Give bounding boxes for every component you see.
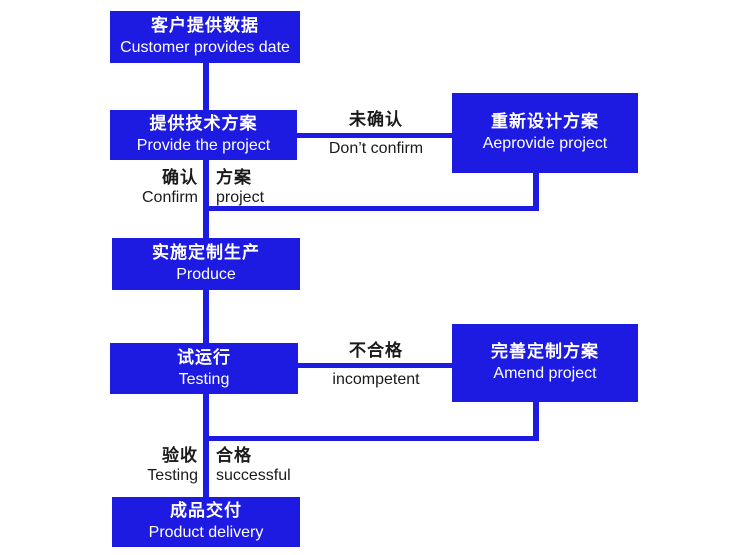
edge-label-en: project <box>216 189 265 207</box>
node-produce: 实施定制生产 Produce <box>112 238 300 290</box>
node-label-zh: 重新设计方案 <box>491 112 599 132</box>
edge-provide-to-produce <box>203 158 209 242</box>
edge-label-en: Don’t confirm <box>328 140 424 158</box>
node-label-en: Customer provides date <box>120 39 290 57</box>
edge-label-not-confirmed: 未确认 Don’t confirm <box>300 109 452 159</box>
node-label-en: Produce <box>176 266 236 284</box>
node-product-delivery: 成品交付 Product delivery <box>112 497 300 547</box>
edge-label-acceptance: 验收 Testing <box>40 445 198 486</box>
edge-label-incompetent: 不合格 incompetent <box>300 340 452 390</box>
node-redesign-project: 重新设计方案 Aeprovide project <box>452 93 638 173</box>
node-label-zh: 完善定制方案 <box>491 342 599 362</box>
node-label-zh: 提供技术方案 <box>149 114 258 134</box>
node-amend-project: 完善定制方案 Amend project <box>452 324 638 402</box>
edge-amend-return-vertical <box>533 400 539 441</box>
node-label-zh: 成品交付 <box>170 501 242 521</box>
node-label-zh: 实施定制生产 <box>152 243 260 263</box>
edge-label-en: successful <box>216 467 291 485</box>
edge-label-zh: 合格 <box>216 446 252 465</box>
edge-label-zh: 验收 <box>162 446 198 465</box>
node-label-zh: 客户提供数据 <box>151 16 259 36</box>
edge-label-successful: 合格 successful <box>216 445 366 486</box>
edge-label-zh: 确认 <box>162 168 198 187</box>
node-label-en: Product delivery <box>148 524 264 542</box>
node-label-en: Amend project <box>493 365 597 383</box>
node-customer-provides-data: 客户提供数据 Customer provides date <box>110 11 300 63</box>
node-label-zh: 试运行 <box>177 347 231 367</box>
edge-provide-to-redesign <box>297 133 452 138</box>
edge-label-en: incompetent <box>332 371 420 389</box>
edge-customer-to-provide <box>203 58 209 114</box>
edge-label-project: 方案 project <box>216 167 366 208</box>
edge-redesign-return-vertical <box>533 170 539 211</box>
node-label-en: Testing <box>178 370 230 388</box>
edge-testing-to-amend <box>298 363 452 368</box>
edge-label-zh: 不合格 <box>349 341 403 360</box>
edge-redesign-return-horizontal <box>206 206 539 211</box>
edge-label-en: Testing <box>147 467 198 485</box>
edge-label-en: Confirm <box>141 189 198 207</box>
node-testing: 试运行 Testing <box>110 343 298 394</box>
node-label-en: Aeprovide project <box>482 135 608 153</box>
edge-amend-return-horizontal <box>206 436 539 441</box>
edge-label-zh: 方案 <box>216 168 252 187</box>
edge-label-confirm: 确认 Confirm <box>40 167 198 208</box>
node-label-en: Provide the project <box>136 137 271 155</box>
edge-produce-to-testing <box>203 288 209 346</box>
edge-testing-to-delivery <box>203 392 209 499</box>
edge-label-zh: 未确认 <box>349 110 403 129</box>
node-provide-the-project: 提供技术方案 Provide the project <box>110 110 297 160</box>
